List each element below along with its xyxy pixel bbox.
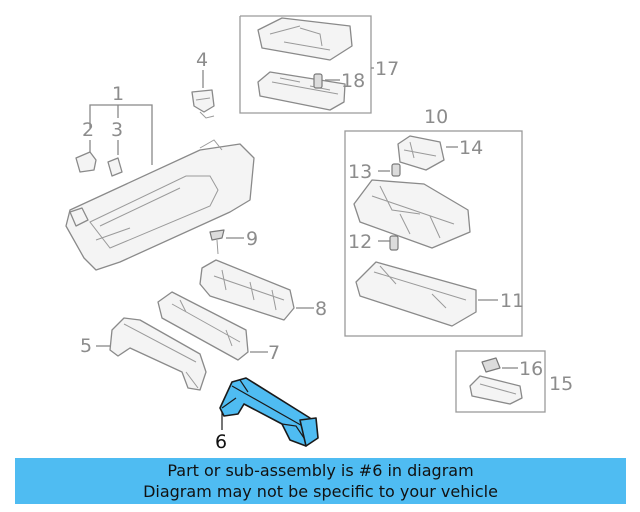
callout-2: 2 [82,119,94,141]
callout-11: 11 [500,290,524,312]
part-17-console [257,17,353,61]
part-11-lens [355,261,477,327]
callout-9: 9 [246,228,258,250]
callout-1: 1 [112,83,124,105]
callout-14: 14 [459,137,483,159]
part-9-group: 9 [209,228,258,255]
part-10-box [344,130,523,337]
callout-12: 12 [348,231,372,253]
part-13-bulb [391,163,401,177]
banner-line-2: Diagram may not be specific to your vehi… [143,482,498,501]
part-9-screw [209,229,225,241]
callout-10: 10 [424,106,448,128]
part-2-clip [75,151,97,173]
callout-7: 7 [268,342,280,364]
part-6-grab-handle [219,377,317,447]
part-1-hinge [69,207,89,227]
part-5-grab-handle [109,317,207,391]
banner-line-1: Part or sub-assembly is #6 in diagram [167,461,474,480]
part-10-console-frame [353,179,471,249]
callout-16: 16 [519,358,543,380]
part-1-group: 1 2 3 [65,83,255,271]
part-6-group: 6 [215,377,319,453]
callout-8: 8 [315,298,327,320]
callout-3: 3 [111,119,123,141]
part-18-bulb [313,73,323,89]
part-6-end-cap [299,417,319,447]
part-15-group: 16 15 [455,350,573,413]
part-7-group: 7 [157,291,280,364]
callout-6: 6 [215,431,227,453]
part-10-group: 10 14 13 12 11 [344,106,524,337]
part-8-bracket [199,259,295,321]
part-4-group: 4 [191,49,215,119]
part-4-clip [191,89,215,113]
part-17-box [239,15,372,114]
part-3-cover [107,157,123,177]
part-15-box [455,350,546,413]
callout-17: 17 [375,58,399,80]
part-16-bulb [481,357,501,373]
part-17-lens [257,71,346,111]
part-15-lamp [469,375,523,405]
callout-15: 15 [549,373,573,395]
callout-4: 4 [196,49,208,71]
info-banner: Part or sub-assembly is #6 in diagram Di… [15,458,626,504]
part-12-bulb [389,235,399,251]
part-17-group: 18 17 [239,15,399,114]
part-5-group: 5 [80,317,207,391]
part-8-group: 8 [199,259,327,321]
callout-5: 5 [80,335,92,357]
callout-13: 13 [348,161,372,183]
callout-18: 18 [341,70,365,92]
